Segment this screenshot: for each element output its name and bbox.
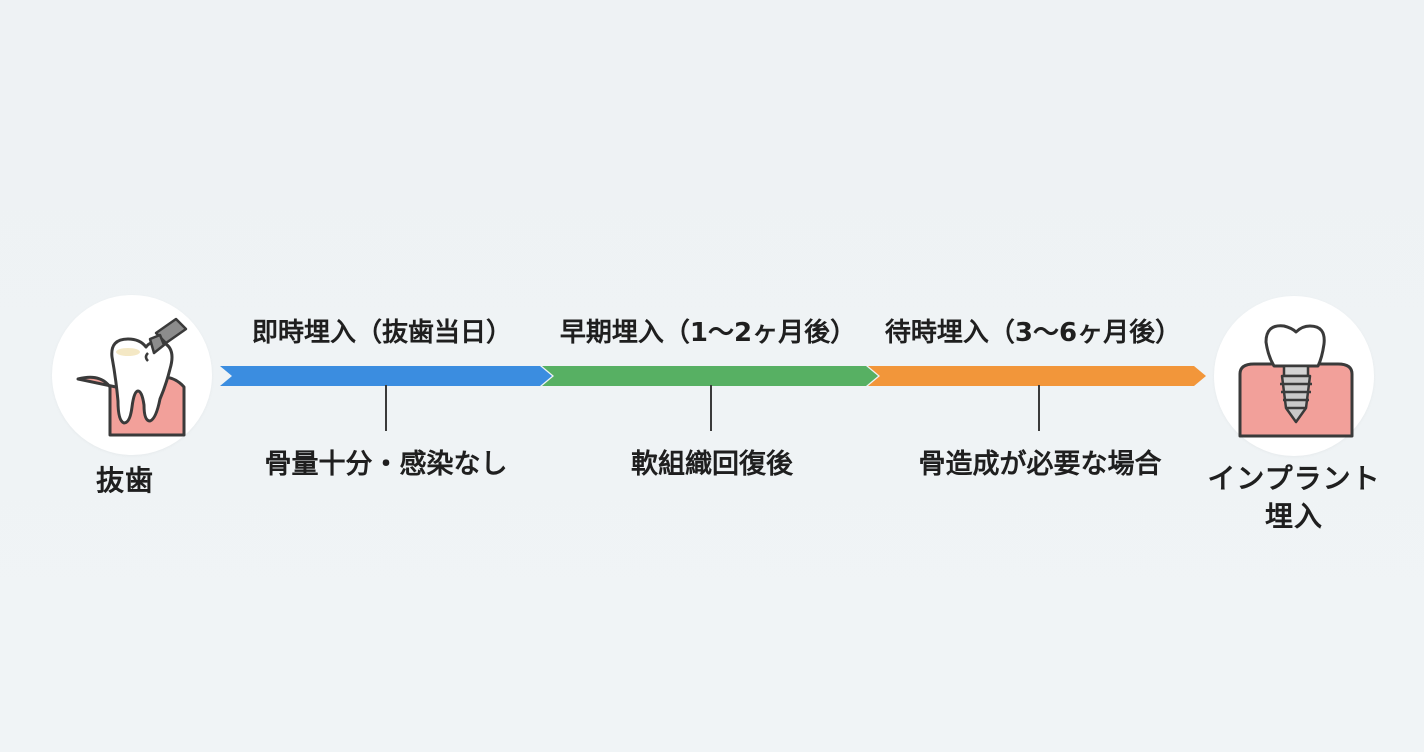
dental-implant-icon [1238,324,1354,438]
tooth-extraction-circle [52,295,212,455]
phase-1-tick [385,385,387,431]
phase-2-title: 早期埋入（1〜2ヶ月後） [559,318,857,348]
phase-1-note: 骨量十分・感染なし [264,449,508,480]
start-label: 抜歯 [96,464,155,497]
phase-3-title: 待時埋入（3〜6ヶ月後） [884,318,1182,348]
implant-circle [1214,296,1374,456]
phase-2-tick [710,385,712,431]
end-label-line2: 埋入 [1264,500,1323,533]
phase-2-arrow [542,366,878,386]
end-label: インプラント 埋入 [1196,460,1392,536]
phase-3-tick [1038,385,1040,431]
tooth-extraction-icon [76,317,188,437]
end-label-line1: インプラント [1207,462,1381,495]
phase-1-title: 即時埋入（抜歯当日） [251,318,513,348]
phase-1-arrow [220,366,552,386]
phase-3-note: 骨造成が必要な場合 [918,449,1162,480]
phase-2-note: 軟組織回復後 [631,449,793,480]
phase-3-arrow [868,366,1206,386]
